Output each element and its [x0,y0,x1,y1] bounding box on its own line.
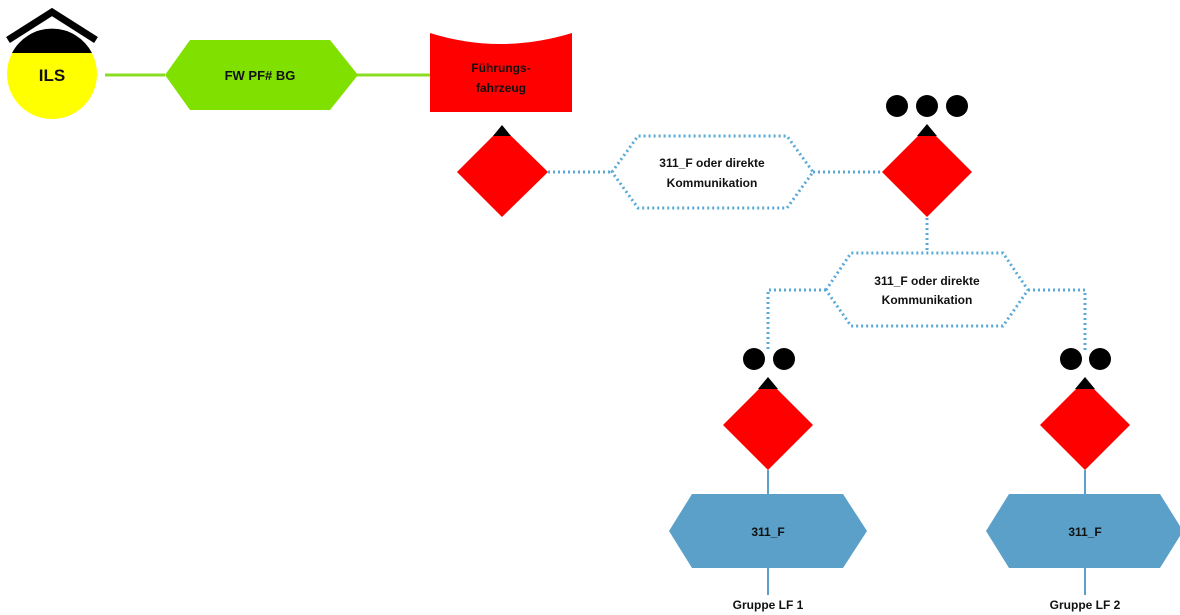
fuehrung-label-1: Führungs- [471,61,530,75]
channel1-label: 311_F [751,525,784,539]
fuehrung-node: Führungs- fahrzeug [430,33,572,112]
triangle-icon [917,124,937,136]
dot-icon [916,95,938,117]
dot-icon [743,348,765,370]
channel2-label: 311_F [1068,525,1101,539]
control-center-icon [12,28,92,53]
comm2-label-1: 311_F oder direkte [874,274,980,288]
group-2-label: Gruppe LF 2 [1050,598,1121,612]
triangle-icon [493,125,511,136]
vehicle-diamond-group-2 [1040,348,1130,470]
group-1-label: Gruppe LF 1 [733,598,804,612]
vehicle-diamond-group-1 [723,348,813,470]
channel-hexagon-1: 311_F [669,494,867,568]
dot-icon [1089,348,1111,370]
ils-node: ILS [6,7,98,119]
comm1-label-1: 311_F oder direkte [659,156,765,170]
dot-icon [773,348,795,370]
comm-hexagon-1: 311_F oder direkte Kommunikation [610,134,815,210]
comm2-label-2: Kommunikation [882,293,973,307]
dot-icon [946,95,968,117]
dotted-connectors [548,170,1087,350]
triangle-icon [1075,377,1095,389]
vehicle-diamond-center [882,95,972,217]
triangle-icon [758,377,778,389]
channel-hexagon-2: 311_F [986,494,1180,568]
fuehrung-label-2: fahrzeug [476,81,526,95]
comm-hexagon-2: 311_F oder direkte Kommunikation [824,251,1030,328]
ils-label: ILS [39,66,65,85]
fw-label: FW PF# BG [225,68,296,83]
comm1-label-2: Kommunikation [667,176,758,190]
solid-connectors [767,470,1086,595]
vehicle-diamond-fuehrung [457,125,548,217]
dot-icon [886,95,908,117]
dot-icon [1060,348,1082,370]
control-center-roof-icon [6,7,98,43]
fw-node: FW PF# BG [165,40,358,110]
